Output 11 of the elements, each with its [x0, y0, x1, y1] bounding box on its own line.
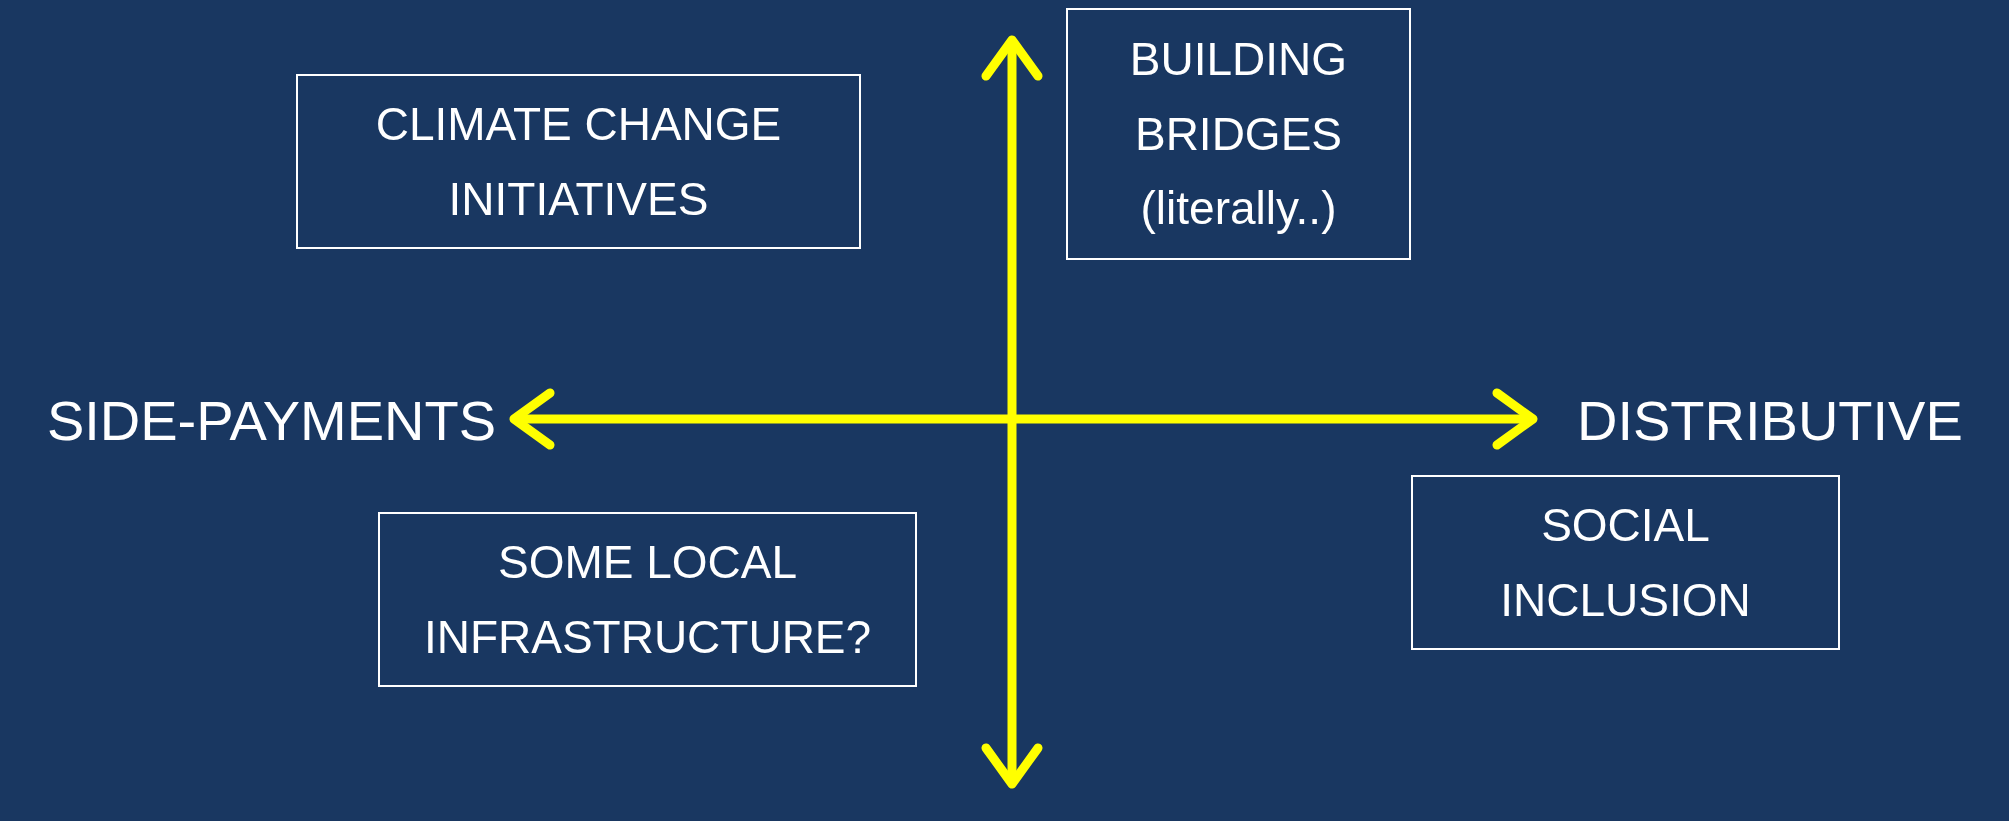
box-label: BUILDING BRIDGES (literally..) [1128, 32, 1349, 237]
quadrant-box [378, 512, 917, 687]
box-label: CLIMATE CHANGE INITIATIVES [374, 97, 783, 227]
quadrant-box [296, 74, 861, 249]
box-label: SOCIAL INCLUSION [1499, 498, 1752, 628]
axis-label: SIDE-PAYMENTS [46, 387, 496, 453]
quadrant-box [1411, 475, 1840, 650]
quadrant-box [1066, 8, 1411, 260]
axis-arrow [509, 388, 1538, 450]
axis-label: DISTRIBUTIVE [1577, 387, 1963, 453]
box-label: SOME LOCAL INFRASTRUCTURE? [422, 535, 873, 665]
